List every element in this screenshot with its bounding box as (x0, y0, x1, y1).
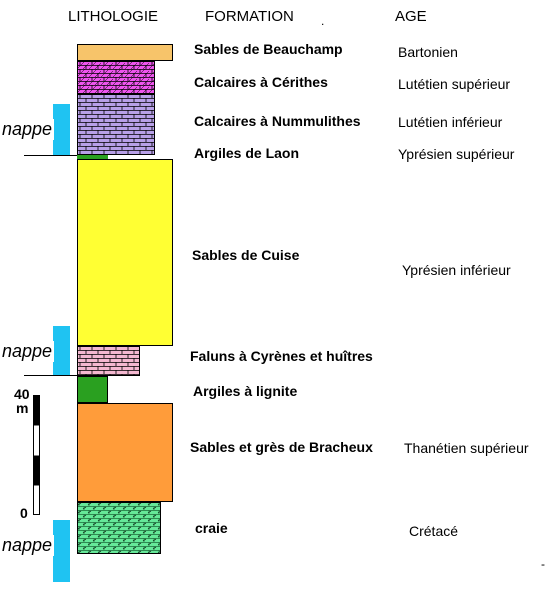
layer-faluns (77, 346, 140, 376)
age-label-9: Crétacé (409, 523, 459, 539)
layer-sables-de-cuise (77, 159, 173, 346)
header-formation: FORMATION (205, 8, 294, 25)
layer-calcaires-a-nummulithes (77, 94, 155, 155)
formation-label-1: Sables de Beauchamp (194, 41, 343, 57)
formation-label-4: Argiles de Laon (194, 145, 300, 161)
nappe-label-1: nappe (0, 119, 55, 140)
age-label-5: Yprésien inférieur (402, 262, 511, 278)
formation-label-6: Faluns à Cyrènes et huîtres (190, 348, 373, 364)
layer-argiles-de-laon (77, 155, 108, 160)
stray-dash: - (541, 557, 545, 571)
formation-label-8: Sables et grès de Bracheux (190, 439, 373, 455)
nappe-marker-1 (53, 104, 70, 156)
age-label-8: Thanétien supérieur (404, 440, 529, 456)
scale-bar (33, 395, 40, 515)
age-label-2: Lutétien supérieur (398, 76, 511, 92)
age-label-1: Bartonien (398, 44, 458, 60)
scale-bottom-label: 0 (20, 505, 28, 521)
header-lithologie: LITHOLOGIE (68, 8, 159, 25)
formation-label-5: Sables de Cuise (192, 247, 300, 263)
formation-label-9: craie (195, 520, 228, 536)
age-label-4: Yprésien supérieur (398, 146, 515, 162)
formation-label-2: Calcaires à Cérithes (194, 74, 328, 90)
formation-label-7: Argiles à lignite (193, 383, 298, 399)
scale-top-label: 40 (14, 386, 30, 402)
scale-unit-label: m (16, 400, 29, 416)
nappe-marker-2 (53, 326, 70, 376)
nappe-line-1 (24, 155, 77, 156)
formation-label-3: Calcaires à Nummulithes (194, 113, 361, 129)
stray-dot: . (321, 14, 325, 28)
nappe-label-2: nappe (0, 341, 55, 362)
nappe-line-2 (24, 375, 77, 376)
layer-sables-de-beauchamp (77, 44, 173, 61)
nappe-label-3: nappe (0, 535, 55, 556)
nappe-marker-3 (53, 520, 70, 582)
layer-calcaires-a-cerithes (77, 61, 155, 94)
layer-craie (77, 502, 161, 554)
age-label-3: Lutétien inférieur (398, 114, 503, 130)
layer-sables-de-bracheux (77, 403, 173, 502)
layer-argiles-a-lignite (77, 376, 108, 403)
header-age: AGE (395, 8, 427, 25)
